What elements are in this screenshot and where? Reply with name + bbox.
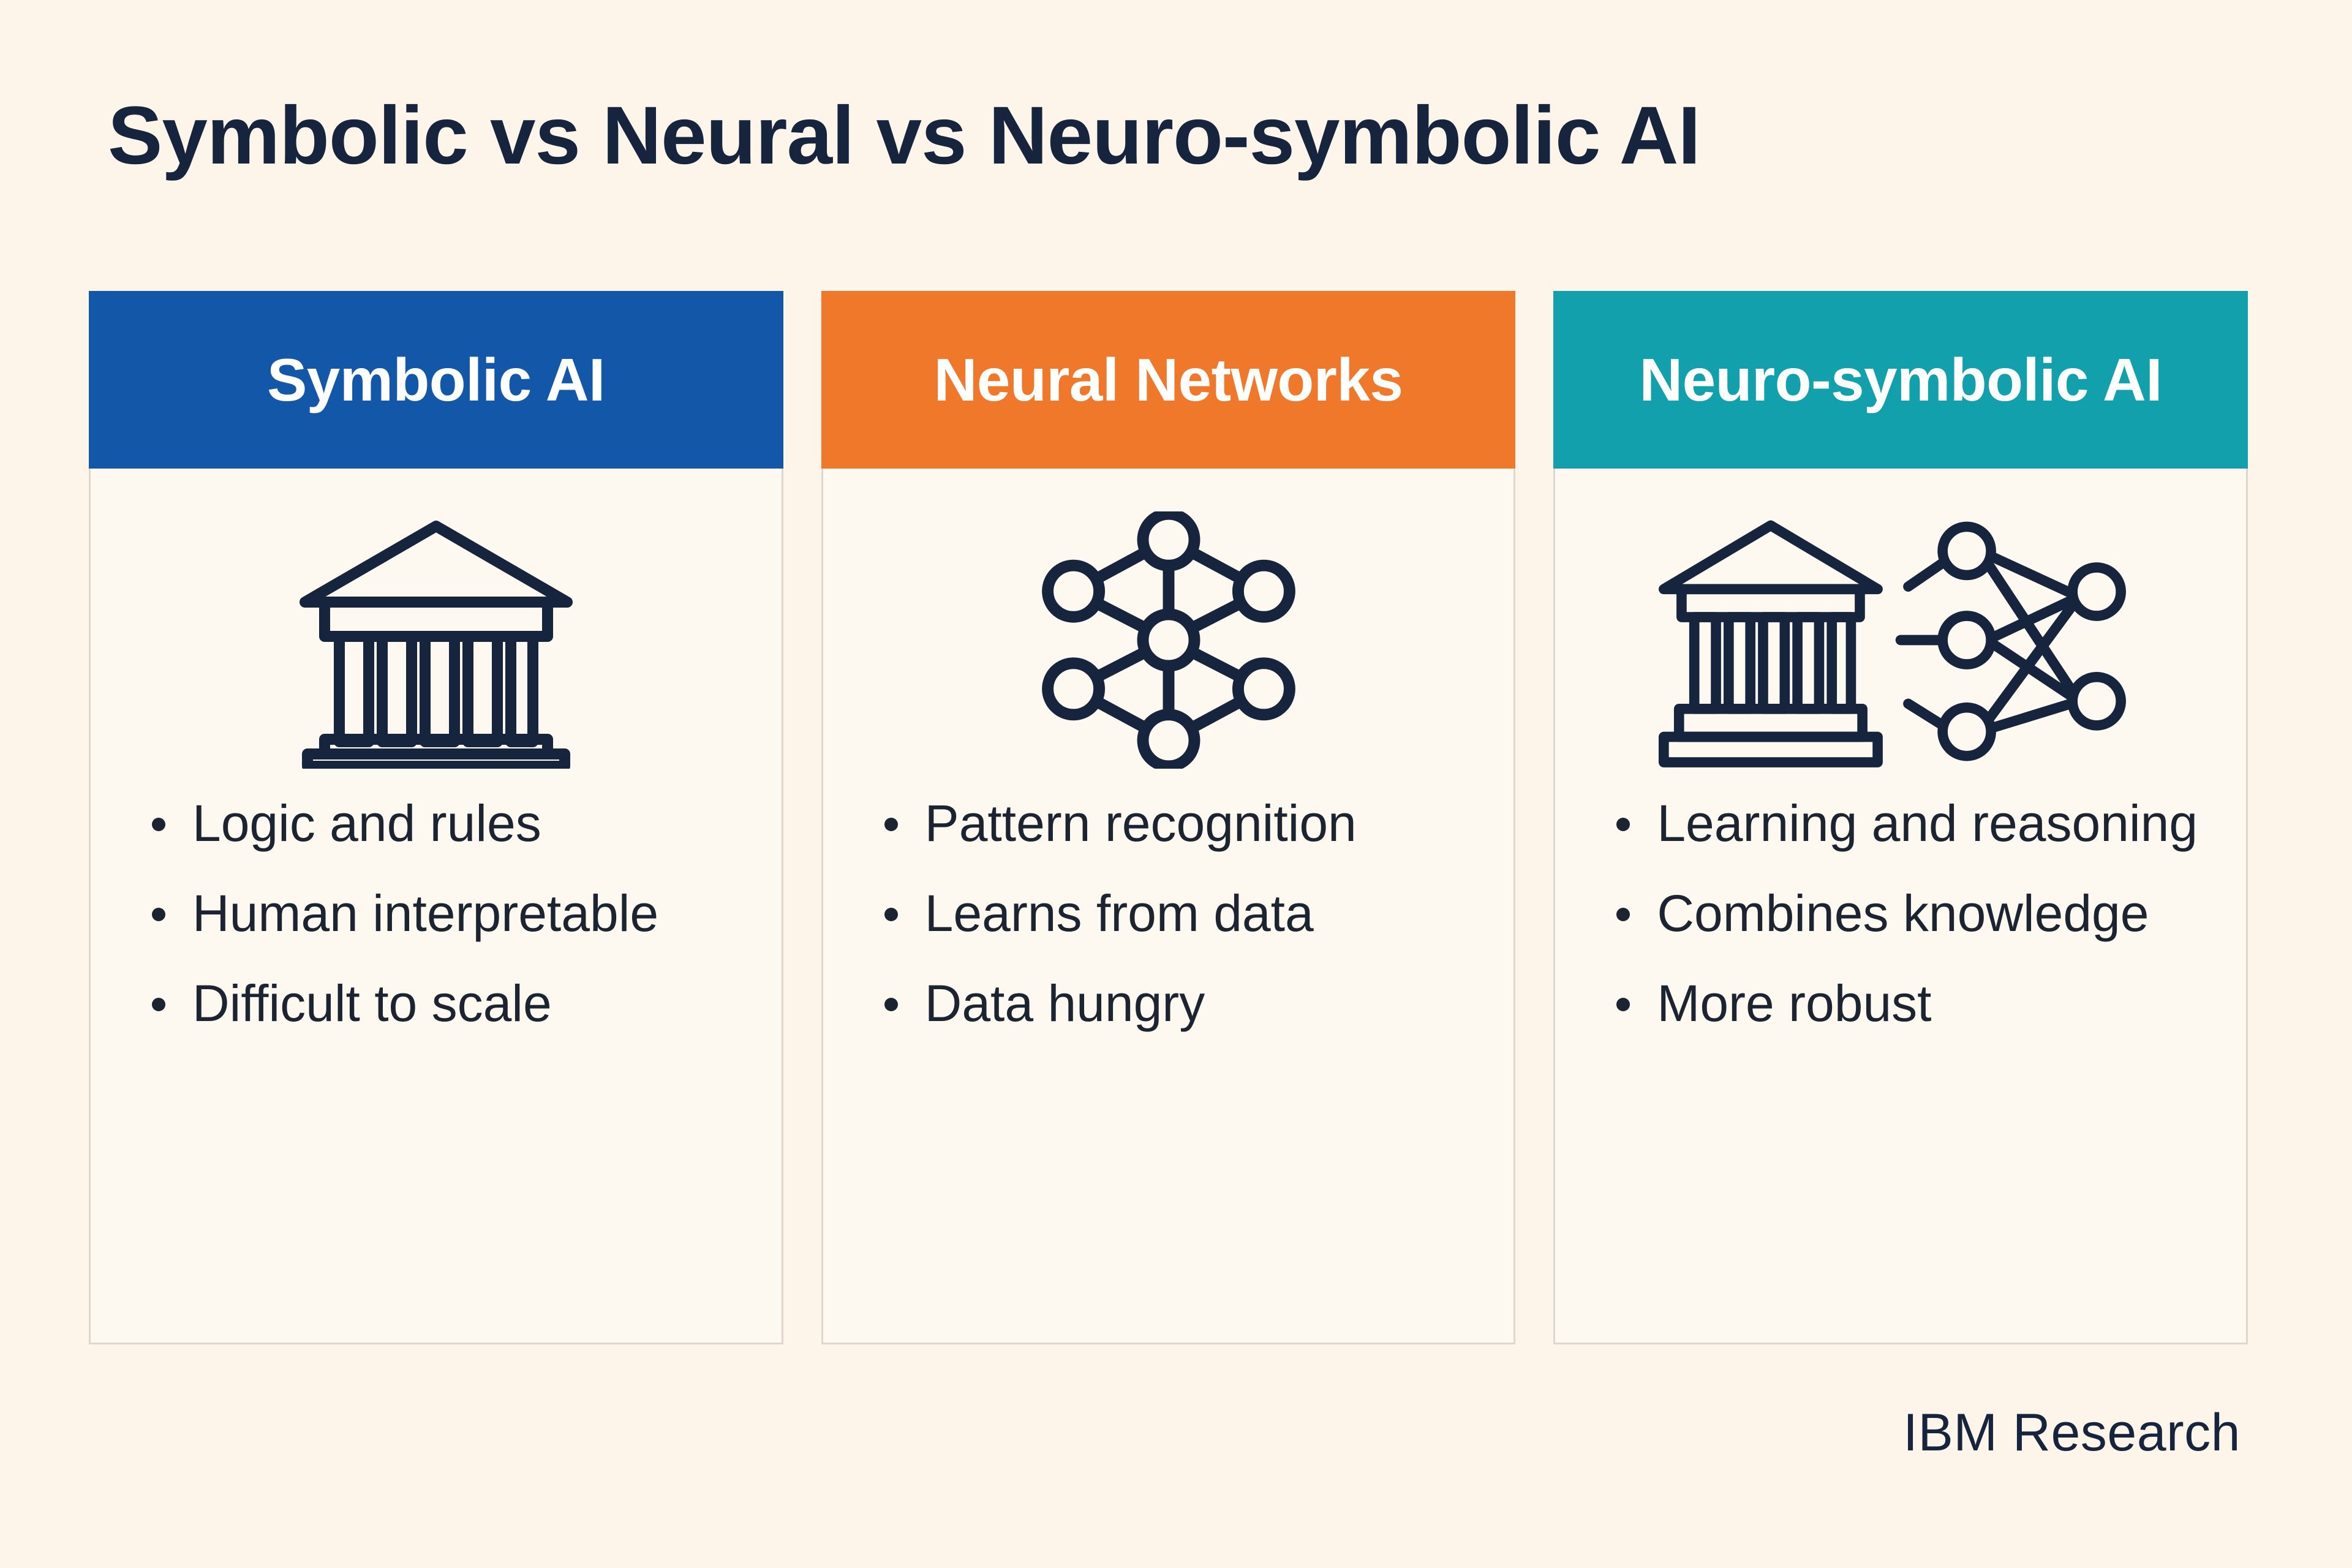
bullet-dot-icon <box>884 818 898 831</box>
page-title: Symbolic vs Neural vs Neuro-symbolic AI <box>108 90 1701 181</box>
classical-temple-icon <box>91 505 782 775</box>
bullet-text: Combines knowledge <box>1657 884 2149 942</box>
neural-network-icon <box>823 505 1514 775</box>
bullet-list-symbolic-ai: Logic and rules Human interpretable Diff… <box>91 790 782 1060</box>
bullet-dot-icon <box>152 997 165 1011</box>
bullet-list-neural-networks: Pattern recognition Learns from data Dat… <box>823 790 1514 1060</box>
list-item: Learning and reasoning <box>1611 790 2222 858</box>
bullet-text: Logic and rules <box>192 794 541 852</box>
list-item: Logic and rules <box>147 790 757 858</box>
list-item: Learns from data <box>880 880 1490 948</box>
bullet-dot-icon <box>152 907 165 921</box>
bullet-text: Difficult to scale <box>192 974 552 1032</box>
bullet-list-neuro-symbolic-ai: Learning and reasoning Combines knowledg… <box>1555 790 2246 1060</box>
card-body-neural-networks: Pattern recognition Learns from data Dat… <box>821 469 1516 1344</box>
bullet-dot-icon <box>152 818 165 831</box>
temple-plus-network-icon <box>1555 505 2246 775</box>
card-header-neural-networks: Neural Networks <box>821 291 1516 469</box>
card-body-symbolic-ai: Logic and rules Human interpretable Diff… <box>89 469 783 1344</box>
card-symbolic-ai: Symbolic AI <box>89 291 783 1344</box>
list-item: More robust <box>1611 970 2222 1038</box>
list-item: Data hungry <box>880 970 1490 1038</box>
bullet-dot-icon <box>1616 997 1630 1011</box>
bullet-text: More robust <box>1657 974 1932 1032</box>
bullet-text: Learns from data <box>924 884 1314 942</box>
list-item: Combines knowledge <box>1611 880 2222 948</box>
list-item: Difficult to scale <box>147 970 757 1038</box>
bullet-dot-icon <box>884 907 898 921</box>
bullet-text: Learning and reasoning <box>1657 794 2198 852</box>
card-body-neuro-symbolic-ai: Learning and reasoning Combines knowledg… <box>1553 469 2248 1344</box>
bullet-dot-icon <box>1616 907 1630 921</box>
card-header-symbolic-ai: Symbolic AI <box>89 291 783 469</box>
bullet-dot-icon <box>1616 818 1630 831</box>
bullet-text: Data hungry <box>924 974 1205 1032</box>
bullet-text: Human interpretable <box>192 884 659 942</box>
feedforward-network-icon <box>1895 521 2127 761</box>
card-neural-networks: Neural Networks <box>821 291 1516 1344</box>
card-neuro-symbolic-ai: Neuro-symbolic AI <box>1553 291 2248 1344</box>
brand-footer: IBM Research <box>1903 1403 2241 1462</box>
comparison-cards: Symbolic AI <box>89 291 2248 1344</box>
classical-temple-icon <box>1659 520 1883 767</box>
list-item: Pattern recognition <box>880 790 1490 858</box>
bullet-text: Pattern recognition <box>924 794 1357 852</box>
card-header-neuro-symbolic-ai: Neuro-symbolic AI <box>1553 291 2248 469</box>
list-item: Human interpretable <box>147 880 757 948</box>
bullet-dot-icon <box>884 997 898 1011</box>
